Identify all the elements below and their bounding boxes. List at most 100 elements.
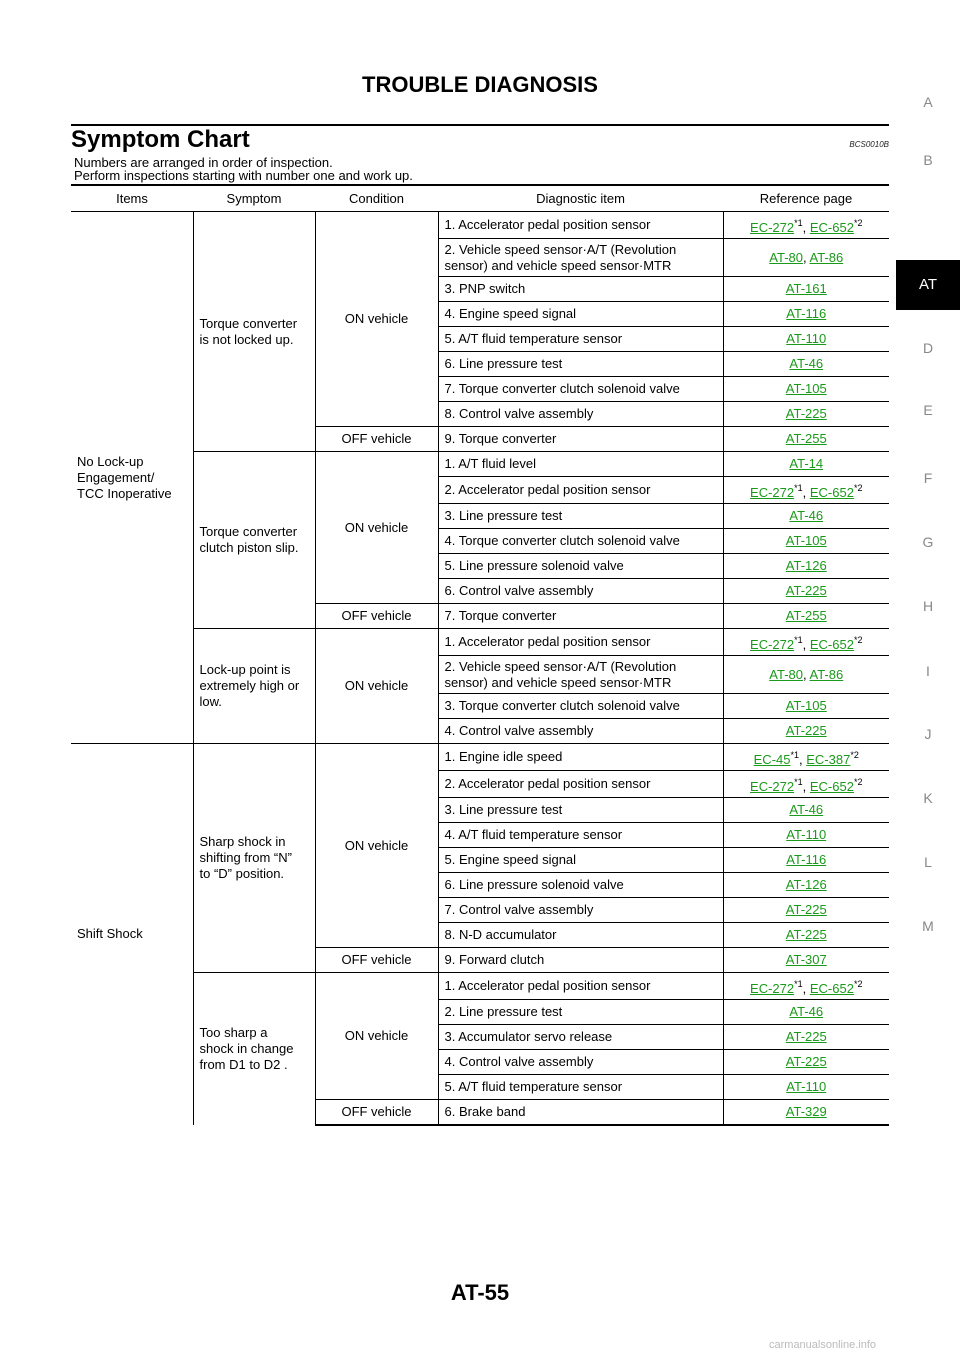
col-header-condition: Condition [315,184,438,212]
reference-link[interactable]: AT-225 [785,583,827,598]
reference-link[interactable]: AT-105 [785,381,827,396]
index-tab-k[interactable]: K [923,790,933,806]
index-tab-h[interactable]: H [922,598,934,614]
index-tab-l[interactable]: L [924,854,932,870]
reference-link[interactable]: AT-116 [786,852,827,867]
ref-separator: , [802,980,810,996]
reference-link[interactable]: AT-46 [789,508,824,523]
reference-page-cell: AT-225 [723,578,889,604]
index-tab-i[interactable]: I [926,663,930,679]
reference-footnote-mark: *2 [853,217,863,228]
reference-page-cell: AT-105 [723,528,889,554]
reference-page-cell: EC-45*1, EC-387*2 [723,743,889,771]
reference-link[interactable]: AT-46 [789,356,824,371]
reference-page-cell: AT-126 [723,553,889,579]
table-row: 4. Engine speed signal AT-116 [71,301,889,327]
index-tab-e[interactable]: E [923,402,933,418]
reference-link[interactable]: AT-86 [809,666,844,682]
reference-link[interactable]: AT-225 [785,1054,827,1069]
reference-page-cell: AT-255 [723,426,889,452]
diagnostic-item-cell: 2. Vehicle speed sensor·A/T (Revolution … [438,655,724,694]
table-row: 2. Vehicle speed sensor·A/T (Revolution … [71,238,889,277]
reference-page-cell: AT-225 [723,1024,889,1050]
index-tab-at-active[interactable]: AT [896,260,960,310]
reference-link[interactable]: AT-329 [785,1103,827,1119]
reference-link[interactable]: AT-161 [785,281,827,296]
table-row: 3. Torque converter clutch solenoid valv… [71,693,889,719]
reference-link[interactable]: EC-387 [806,751,851,767]
reference-link[interactable]: AT-110 [786,331,827,346]
reference-link[interactable]: EC-652 [809,636,854,652]
reference-link[interactable]: AT-14 [789,456,824,471]
reference-link[interactable]: EC-652 [809,980,854,996]
condition-cell: OFF vehicle [315,603,439,629]
diagnostic-item-cell: 5. A/T fluid temperature sensor [438,1074,724,1100]
reference-link[interactable]: AT-225 [785,902,827,917]
diagnostic-item-cell: 4. Engine speed signal [438,301,724,327]
index-tab-a[interactable]: A [923,94,933,110]
reference-page-cell: AT-105 [723,376,889,402]
reference-link[interactable]: AT-126 [785,558,827,573]
diagnostic-item-cell: 5. A/T fluid temperature sensor [438,326,724,352]
reference-link[interactable]: AT-225 [785,723,827,738]
reference-link[interactable]: AT-255 [785,608,827,623]
reference-link[interactable]: EC-272 [750,636,795,652]
watermark: carmanualsonline.info [769,1339,877,1351]
reference-link[interactable]: AT-307 [785,952,827,967]
diagnostic-item-cell: 5. Line pressure solenoid valve [438,553,724,579]
table-row: 7. Torque converter clutch solenoid valv… [71,376,889,402]
index-tab-m[interactable]: M [922,918,934,934]
reference-link[interactable]: AT-225 [785,1029,827,1044]
reference-link[interactable]: EC-272 [750,219,795,235]
reference-page-cell: AT-110 [723,1074,889,1100]
reference-page-cell: AT-161 [723,276,889,302]
reference-link[interactable]: AT-116 [786,306,827,321]
reference-link[interactable]: EC-272 [750,778,795,794]
reference-link[interactable]: AT-126 [785,877,827,892]
reference-link[interactable]: AT-105 [785,698,827,713]
symptom-cell: Torque converter clutch piston slip. [193,451,316,629]
condition-cell: OFF vehicle [315,1099,439,1126]
diagnostic-item-cell: 1. Accelerator pedal position sensor [438,628,724,656]
reference-link[interactable]: AT-110 [786,827,827,842]
reference-link[interactable]: AT-80 [769,666,803,682]
reference-page-cell: AT-46 [723,351,889,377]
reference-link[interactable]: EC-272 [750,980,795,996]
reference-page-cell: EC-272*1, EC-652*2 [723,770,889,798]
reference-link[interactable]: AT-110 [786,1079,827,1094]
reference-link[interactable]: AT-105 [785,533,827,548]
header-rule [71,124,889,126]
reference-link[interactable]: EC-652 [809,484,854,500]
reference-link[interactable]: AT-225 [785,406,827,421]
reference-link[interactable]: EC-652 [809,778,854,794]
reference-footnote-mark: *1 [790,749,800,760]
reference-link[interactable]: EC-652 [809,219,854,235]
reference-page-cell: EC-272*1, EC-652*2 [723,972,889,1000]
table-row: 2. Vehicle speed sensor·A/T (Revolution … [71,655,889,694]
reference-link[interactable]: AT-46 [789,1004,824,1019]
reference-link[interactable]: EC-272 [750,484,795,500]
index-tab-b[interactable]: B [923,152,933,168]
index-tab-d[interactable]: D [922,340,934,356]
reference-page-cell: EC-272*1, EC-652*2 [723,211,889,239]
reference-link[interactable]: EC-45 [753,751,791,767]
index-tab-f[interactable]: F [923,470,933,486]
reference-page-cell: EC-272*1, EC-652*2 [723,476,889,504]
reference-link[interactable]: AT-255 [785,431,827,446]
reference-page-cell: EC-272*1, EC-652*2 [723,628,889,656]
reference-link[interactable]: AT-80 [769,249,803,265]
index-tab-g[interactable]: G [922,534,934,550]
reference-link[interactable]: AT-86 [809,249,844,265]
index-tab-j[interactable]: J [924,726,932,742]
reference-link[interactable]: AT-225 [785,927,827,942]
col-header-diagnostic-item: Diagnostic item [438,184,723,212]
reference-link[interactable]: AT-46 [789,802,824,817]
